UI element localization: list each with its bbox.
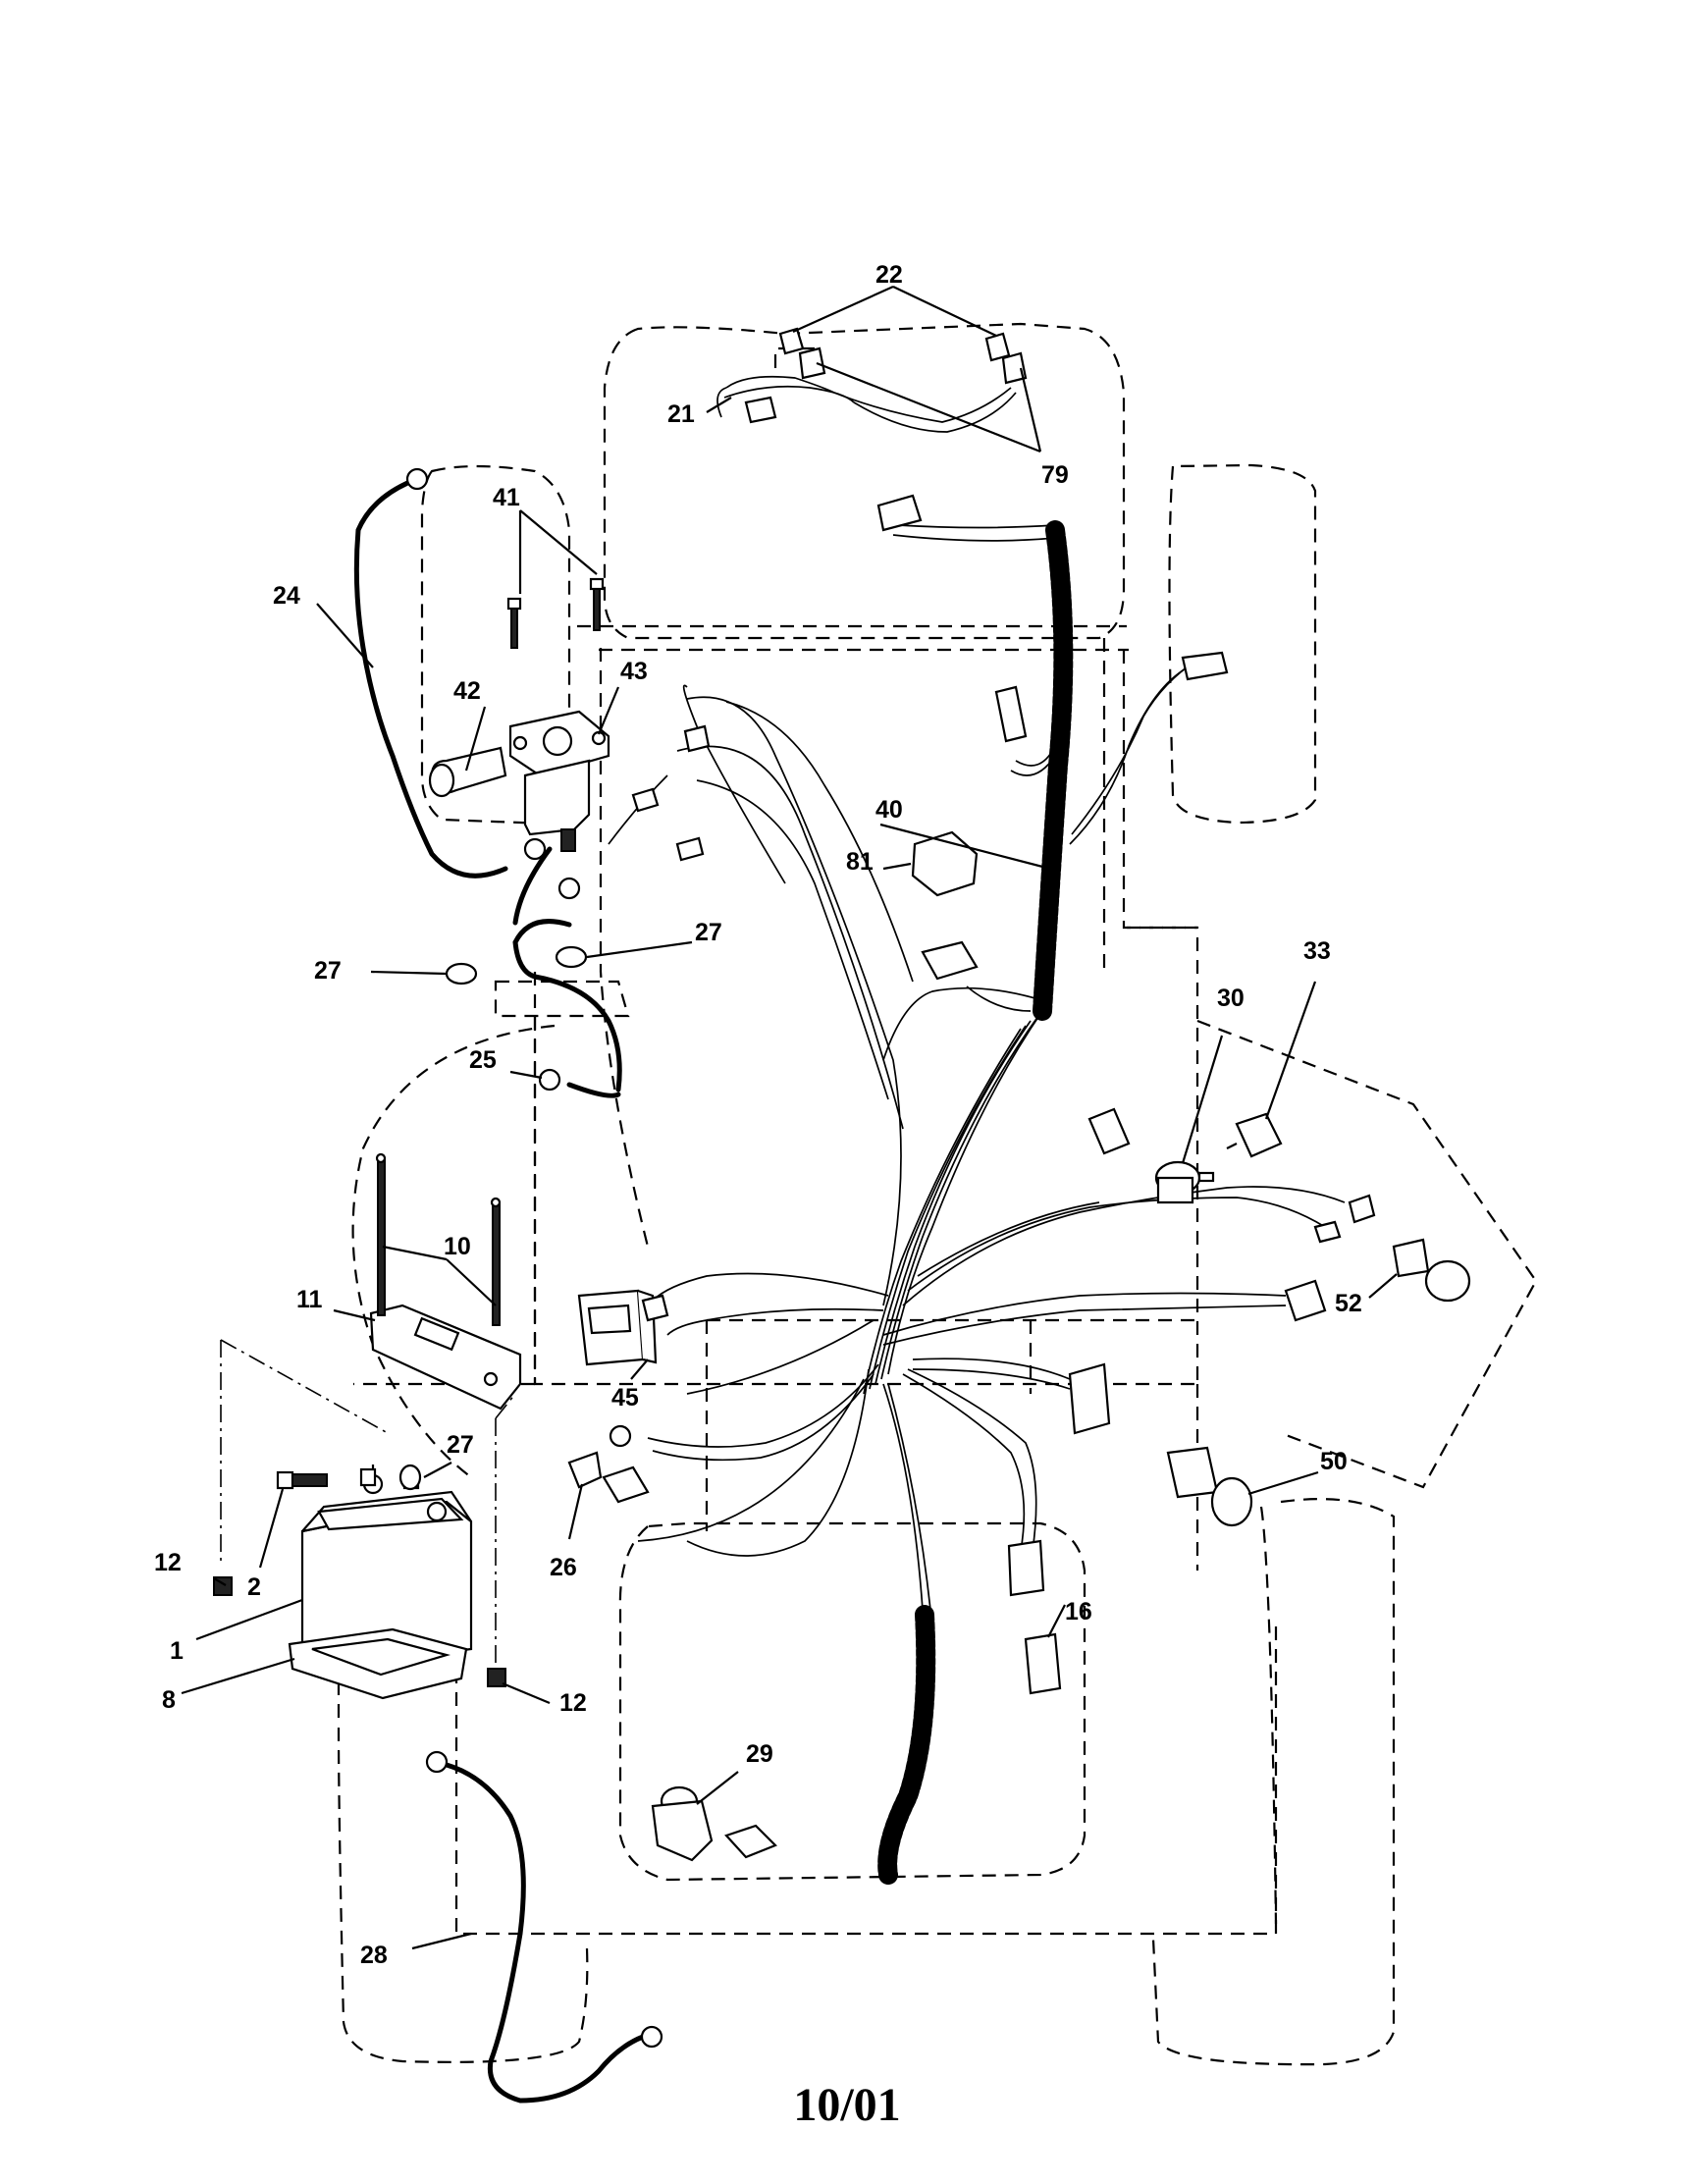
battery-tray xyxy=(288,1627,468,1700)
battery-cables xyxy=(353,476,646,2104)
hour-meter xyxy=(577,1289,658,1366)
callout-42: 42 xyxy=(453,677,481,705)
fuse xyxy=(1392,1238,1471,1303)
harness-connectors xyxy=(631,494,1376,1859)
chassis-outline xyxy=(337,322,1538,2066)
headlight-harness xyxy=(716,375,1017,433)
coiled-harness xyxy=(877,520,1074,1885)
callout-2: 2 xyxy=(247,1573,261,1601)
callout-27b: 27 xyxy=(695,919,722,946)
callout-81: 81 xyxy=(846,848,874,876)
relay xyxy=(911,830,979,897)
callout-29: 29 xyxy=(746,1740,773,1768)
callout-45: 45 xyxy=(611,1384,639,1412)
j-bolts xyxy=(375,1152,502,1326)
callout-10: 10 xyxy=(444,1233,471,1260)
callout-24: 24 xyxy=(273,582,300,610)
pto-switch xyxy=(651,1785,714,1862)
battery-alignment-lines xyxy=(220,1339,516,1664)
headlight-switch xyxy=(1166,1446,1253,1527)
terminal-boot xyxy=(428,746,507,798)
callout-28: 28 xyxy=(360,1942,388,1969)
callout-labels: 22 21 79 41 24 42 43 40 81 27 27 25 33 3… xyxy=(154,261,1362,1969)
callout-27c: 27 xyxy=(447,1431,474,1459)
hex-nuts-27 xyxy=(398,945,588,1491)
leader-lines xyxy=(181,285,1398,1950)
callout-33: 33 xyxy=(1303,937,1331,965)
battery-hold-down xyxy=(369,1304,522,1411)
callout-8: 8 xyxy=(162,1686,176,1714)
callout-21: 21 xyxy=(667,400,695,428)
callout-79: 79 xyxy=(1041,461,1069,489)
callout-27a: 27 xyxy=(314,957,342,985)
fuse-holder xyxy=(567,1451,650,1504)
nut-12b xyxy=(487,1668,506,1687)
revision-date: 10/01 xyxy=(793,2079,900,2131)
ring-terminals xyxy=(405,467,663,2049)
seat-switch xyxy=(1226,1112,1283,1158)
callout-1: 1 xyxy=(170,1637,184,1665)
callout-52: 52 xyxy=(1335,1290,1362,1317)
callout-22: 22 xyxy=(875,261,903,289)
callout-40: 40 xyxy=(875,796,903,824)
solenoid-bolts xyxy=(506,577,605,649)
solenoid xyxy=(508,710,610,852)
callout-12a: 12 xyxy=(154,1549,182,1576)
battery-bolt xyxy=(276,1467,420,1490)
plug-connector xyxy=(1024,1632,1062,1695)
callout-41: 41 xyxy=(493,484,520,511)
ignition-switch xyxy=(1154,1160,1215,1204)
battery xyxy=(300,1465,473,1661)
callout-16: 16 xyxy=(1065,1598,1092,1625)
callout-50: 50 xyxy=(1320,1448,1348,1475)
callout-26: 26 xyxy=(550,1554,577,1581)
callout-12b: 12 xyxy=(559,1689,587,1717)
callout-43: 43 xyxy=(620,658,648,685)
callout-30: 30 xyxy=(1217,985,1245,1012)
main-wire-bundle xyxy=(608,524,1346,1611)
callout-25: 25 xyxy=(469,1046,497,1074)
callout-11: 11 xyxy=(296,1286,323,1313)
headlights xyxy=(778,327,1028,385)
